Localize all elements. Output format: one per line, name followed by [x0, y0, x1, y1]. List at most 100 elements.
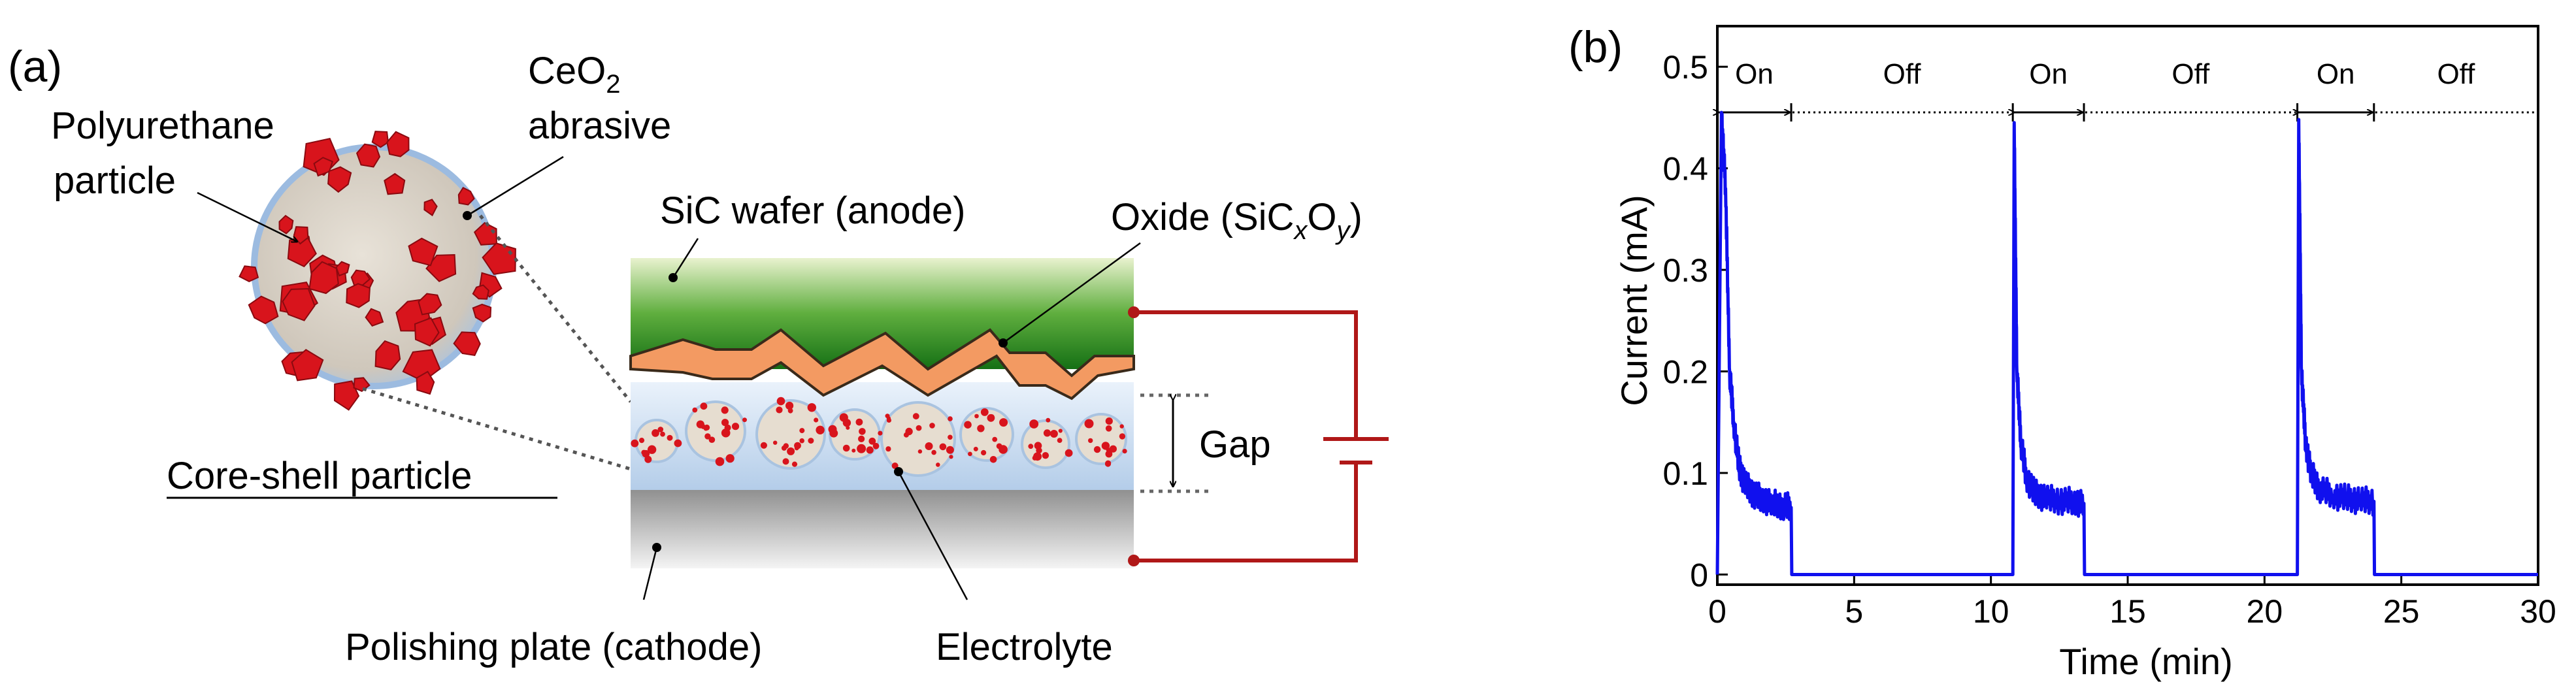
abrasive-grain-small — [794, 446, 799, 451]
electrolyte-pointer — [897, 471, 968, 600]
plate-pointer — [642, 547, 658, 600]
electrolyte-label: Electrolyte — [936, 626, 1113, 668]
abrasive-grain-small — [708, 436, 716, 443]
abrasive-grain-small — [1028, 444, 1034, 449]
abrasive-grain-small — [638, 438, 645, 444]
abrasive-grain-small — [642, 449, 650, 458]
abrasive-grain-small — [858, 435, 865, 443]
x-tick-label: 30 — [2520, 593, 2556, 630]
ceo2-label: CeO2 — [528, 50, 621, 99]
particle-label: particle — [54, 159, 176, 202]
abrasive-grain-small — [1093, 446, 1101, 453]
abrasive-grain-small — [1088, 438, 1093, 444]
abrasive-pointer — [467, 155, 564, 217]
abrasive-grain — [371, 131, 389, 148]
abrasive-grain-small — [1057, 438, 1063, 443]
panel-a-label: (a) — [8, 42, 62, 91]
oxide-label: Oxide (SiCxOy) — [1111, 196, 1362, 245]
y-tick-label: 0.5 — [1662, 49, 1708, 86]
y-tick-label: 0.3 — [1662, 252, 1708, 289]
abrasive-grain-small — [1122, 449, 1127, 454]
abrasive-grain — [248, 295, 279, 325]
panel-b-label: (b) — [1568, 22, 1623, 72]
abrasive-grain-small — [692, 407, 698, 413]
abrasive-grain — [346, 283, 371, 308]
y-axis-label: Current (mA) — [1613, 195, 1655, 406]
abrasive-grain-small — [657, 427, 664, 432]
abrasive-grain — [482, 242, 516, 275]
abrasive-grain-small — [1104, 461, 1112, 467]
abrasive-grain-small — [949, 455, 953, 459]
abrasive-grain — [333, 380, 360, 411]
on-phase-label: On — [2317, 58, 2355, 90]
plot-frame — [1716, 25, 2539, 586]
abrasive-grain-small — [783, 443, 789, 449]
abrasive-grain-small — [968, 451, 972, 457]
abrasive-grain — [423, 199, 438, 217]
oxide-pointer-dot — [999, 338, 1008, 348]
abrasive-grain-small — [939, 443, 947, 451]
zoom-line-top — [479, 214, 632, 403]
abrasive-grain-small — [703, 426, 708, 431]
abrasive-grain-small — [1119, 433, 1126, 440]
abrasive-grain — [239, 265, 259, 283]
abrasive-grain — [355, 143, 381, 168]
abrasive-grain-small — [974, 414, 979, 419]
polishing-plate-label: Polishing plate (cathode) — [345, 626, 762, 668]
abrasive-grain-small — [807, 403, 817, 412]
abrasive-grain-small — [931, 449, 936, 455]
abrasive-grain-small — [866, 446, 874, 454]
y-ticks: 00.10.20.30.40.5 — [1662, 49, 1728, 593]
abrasive-grain-small — [700, 402, 708, 410]
abrasive-grain-small — [842, 444, 850, 452]
abrasive-grain-small — [667, 434, 673, 441]
polyurethane-label: Polyurethane — [51, 105, 274, 147]
abrasive-grain-small — [855, 418, 863, 426]
abrasive-grain — [472, 303, 492, 323]
abrasive-grain-small — [724, 424, 731, 431]
abrasive-grain-small — [1049, 430, 1058, 438]
abrasive-grain-small — [1033, 452, 1042, 461]
abrasive-grain-small — [980, 408, 989, 416]
abrasive-grain-small — [868, 437, 876, 445]
abrasive-grain-small — [760, 442, 767, 449]
abrasive-grain-small — [785, 401, 794, 410]
abrasive-grain — [457, 187, 475, 206]
abrasive-grain-small — [1042, 452, 1049, 459]
abrasive-grain — [308, 261, 339, 295]
polyurethane-core — [251, 144, 497, 389]
electrolyte-pointer-dot — [894, 467, 903, 476]
abrasive-grain-small — [799, 438, 804, 444]
abrasive-grain-small — [814, 417, 819, 423]
y-tick-label: 0.2 — [1662, 354, 1708, 391]
abrasive-grain-small — [1058, 429, 1063, 433]
particles-in-gap — [631, 397, 1127, 477]
x-tick-label: 5 — [1845, 593, 1863, 630]
abrasive-grain-small — [791, 461, 798, 467]
circuit-bottom-wire — [1134, 463, 1358, 562]
oxide-layer — [629, 328, 1135, 400]
abrasive-grain-small — [1046, 417, 1051, 423]
abrasive-grain-small — [891, 463, 899, 469]
terminal-top — [1128, 306, 1140, 318]
power-circuit — [1134, 310, 1389, 562]
off-phase-label: Off — [2437, 58, 2475, 90]
abrasive-grain-small — [1106, 447, 1111, 453]
terminal-bottom — [1128, 555, 1140, 566]
abrasive-grain-small — [1065, 449, 1073, 457]
abrasive-grain-small — [725, 454, 735, 463]
x-tick-label: 10 — [1973, 593, 2009, 630]
abrasive-grain-small — [999, 445, 1008, 454]
panel-b: (b) Current (mA) Time (min) 00.10.20.30.… — [1568, 22, 2556, 682]
abrasive-grain-small — [721, 419, 729, 427]
abrasive-grain-small — [885, 446, 891, 452]
abrasive-pointer-dot — [463, 211, 472, 220]
abrasive-grain-small — [872, 442, 880, 449]
abrasive-grain-small — [1043, 429, 1051, 437]
abrasive-grain — [327, 166, 352, 193]
abrasive-grain — [453, 331, 481, 357]
abrasive-grain-small — [977, 425, 985, 432]
abrasive-grain-small — [981, 449, 987, 456]
abrasive-grain-small — [776, 397, 785, 406]
abrasive-grain-small — [973, 446, 978, 451]
